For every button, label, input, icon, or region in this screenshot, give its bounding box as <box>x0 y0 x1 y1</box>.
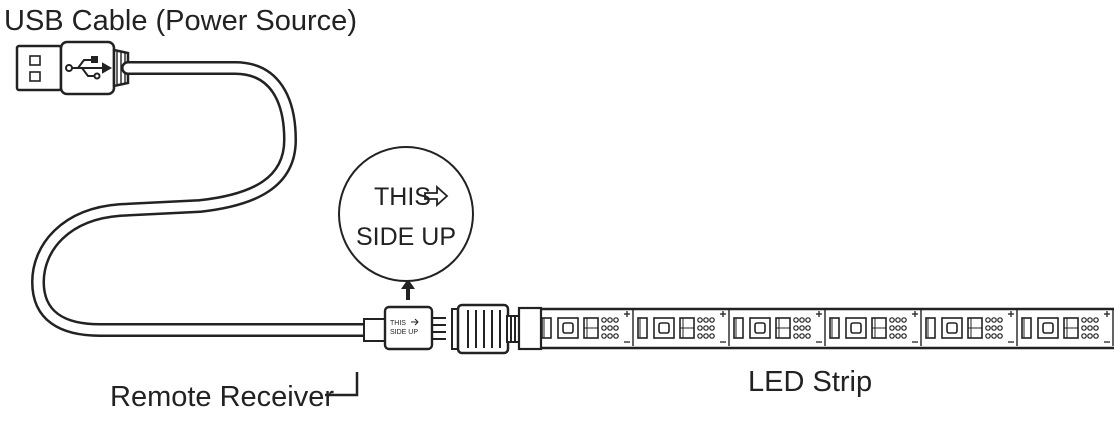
outline-arrow-right-icon <box>424 184 449 208</box>
this-side-up-callout: THIS SIDE UP <box>338 146 474 282</box>
remote-receiver <box>363 305 446 351</box>
usb-cable-label: USB Cable (Power Source) <box>4 5 357 37</box>
receiver-marking-line1: THIS <box>390 320 406 327</box>
led-segment <box>733 310 826 346</box>
led-segment <box>829 310 922 346</box>
led-segment <box>637 310 730 346</box>
receiver-small-arrow-icon <box>411 318 419 326</box>
usb-trident-icon <box>65 56 113 80</box>
led-strip-label: LED Strip <box>748 366 872 398</box>
remote-receiver-label: Remote Receiver <box>110 381 334 413</box>
up-arrow-icon <box>401 279 415 300</box>
callout-line2: SIDE UP <box>356 223 456 251</box>
usb-cable <box>31 61 372 337</box>
led-segment <box>541 310 634 346</box>
led-segment <box>925 310 1018 346</box>
receiver-marking-line2: SIDE UP <box>390 329 418 336</box>
led-segment <box>1021 310 1114 346</box>
remote-receiver-leader <box>325 372 359 397</box>
led-strip-connector <box>451 303 543 355</box>
callout-line1: THIS <box>374 183 431 211</box>
led-strip <box>540 307 1114 350</box>
